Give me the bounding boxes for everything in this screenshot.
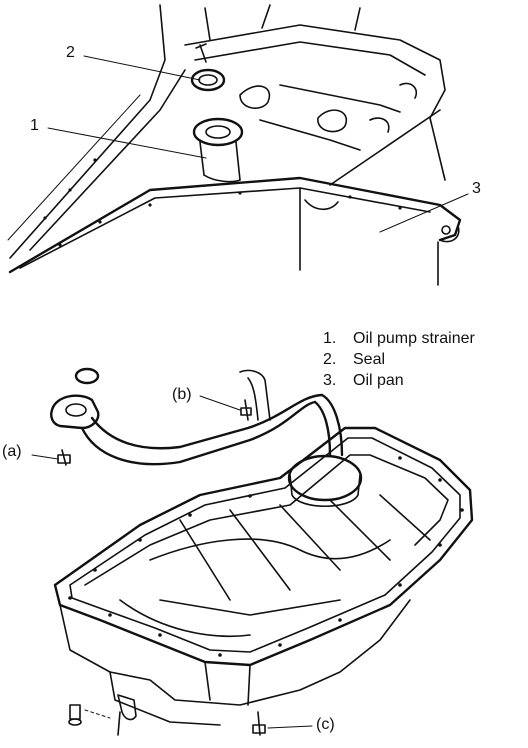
leader-line-c (267, 725, 313, 729)
callout-b: (b) (172, 386, 192, 403)
legend-number: 1. (323, 330, 337, 347)
legend-item: 1. Oil pump strainer (323, 328, 475, 349)
exploded-oil-pan (50, 367, 474, 736)
callout-a: (a) (2, 443, 22, 460)
legend-text: Oil pan (353, 372, 404, 389)
engine-block-underside (7, 4, 462, 286)
leader-line-2 (83, 55, 201, 81)
leader-line-b (199, 395, 241, 411)
leader-line-a (31, 454, 59, 460)
callout-1: 1 (30, 117, 39, 134)
legend-number: 2. (323, 351, 337, 368)
callout-2: 2 (66, 44, 75, 61)
callout-3: 3 (472, 180, 481, 197)
legend-number: 3. (323, 372, 337, 389)
parts-legend: 1. Oil pump strainer 2. Seal 3. Oil pan (323, 328, 475, 391)
leader-line-3 (379, 193, 469, 233)
legend-item: 2. Seal (323, 349, 475, 370)
legend-text: Oil pump strainer (353, 330, 475, 347)
leader-line-1 (47, 127, 207, 159)
legend-text: Seal (353, 351, 386, 368)
legend-item: 3. Oil pan (323, 370, 475, 391)
callout-c: (c) (316, 716, 335, 733)
